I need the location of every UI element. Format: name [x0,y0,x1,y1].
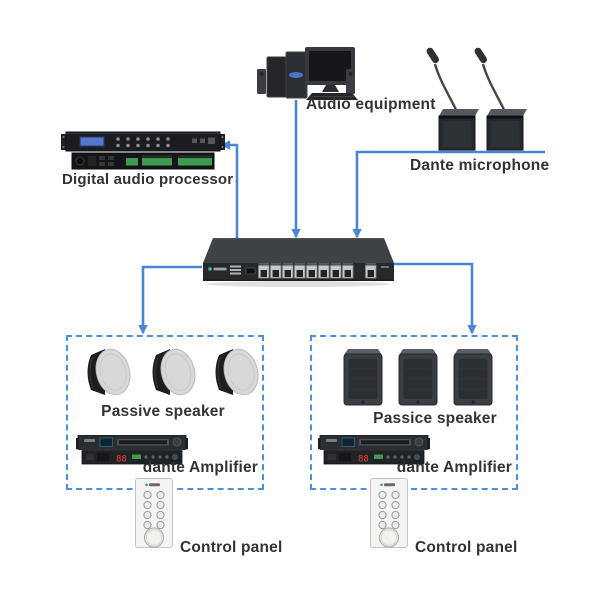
dante-microphone-label: Dante microphone [410,157,550,174]
passive-speaker-left-label: Passive speaker [101,403,225,420]
ceiling-speaker-3 [215,345,264,399]
pc-tower-icon [266,56,287,98]
audio-equipment-graphic [257,47,358,100]
dante-amplifier-right-label: dante Amplifier [396,459,512,476]
connector-mic-to-switch [352,150,545,239]
passive-speaker-right-label: Passice speaker [373,410,497,427]
connector-switch-to-right-zone [393,262,477,335]
led-indicators [230,265,241,275]
speaker-icon [257,69,266,94]
network-switch-graphic [203,238,394,287]
control-panel-right-label: Control panel [415,539,518,556]
zone-box-right [310,335,518,490]
connector-switch-to-left-zone [138,265,202,335]
connector-switch-to-processor [220,140,239,240]
speaker-icon [346,69,355,94]
reset-button [245,267,256,275]
cabinet-speaker-3 [453,348,493,406]
ceiling-speaker-2 [152,345,201,399]
terminal-blocks [126,155,212,166]
ceiling-speaker-1 [87,345,136,399]
control-panel-right-graphic [370,478,408,548]
front-knobs [116,137,170,148]
switch-logo-icon [208,267,212,271]
dante-amplifier-left-label: dante Amplifier [142,459,258,476]
power-socket [75,156,85,166]
dante-microphone-2 [472,45,528,152]
cabinet-speaker-2 [398,348,438,406]
digital-audio-processor-label: Digital audio processor [62,171,234,188]
lcd-display [79,136,105,147]
cabinet-speaker-1 [343,348,383,406]
uplink-port [365,263,377,279]
audio-equipment-label: Audio equipment [306,96,436,113]
digital-audio-processor-graphic [61,131,225,170]
control-panel-left-label: Control panel [180,539,283,556]
control-panel-left-graphic [135,478,173,548]
switch-top-face [203,238,394,263]
